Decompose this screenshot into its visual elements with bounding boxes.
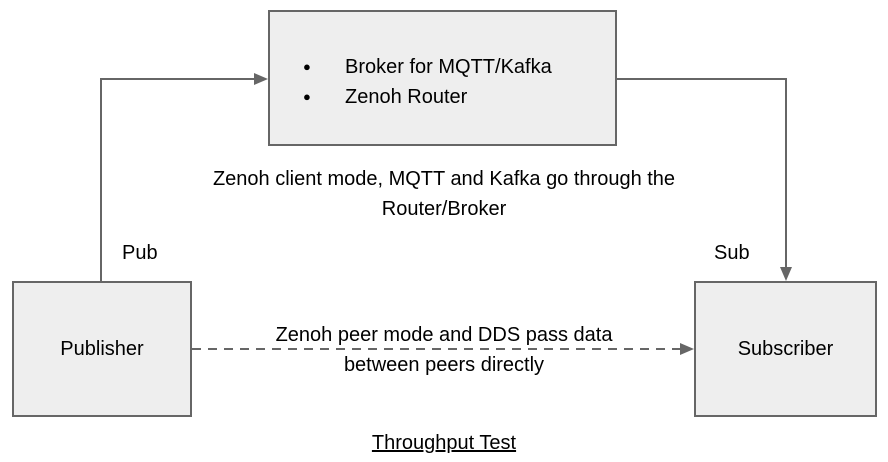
broker-list: ● Broker for MQTT/Kafka ● Zenoh Router: [270, 52, 615, 112]
sub-port-label: Sub: [714, 242, 750, 264]
list-item: ● Zenoh Router: [303, 82, 615, 112]
client-mode-caption: Zenoh client mode, MQTT and Kafka go thr…: [0, 164, 888, 224]
subscriber-box: Subscriber: [694, 281, 877, 417]
caption-line: Router/Broker: [381, 198, 507, 220]
bullet-icon: ●: [303, 58, 311, 74]
bullet-icon: ●: [303, 88, 311, 104]
caption-line: Zenoh client mode, MQTT and Kafka go thr…: [212, 168, 676, 190]
broker-to-sub-arrowhead-icon: [780, 267, 792, 281]
broker-item-label: Broker for MQTT/Kafka: [345, 55, 552, 78]
broker-box: ● Broker for MQTT/Kafka ● Zenoh Router: [268, 10, 617, 146]
pub-to-broker-arrowhead-icon: [254, 73, 268, 85]
diagram-title: Throughput Test: [371, 432, 517, 454]
caption-line: Zenoh peer mode and DDS pass data: [275, 324, 613, 346]
publisher-box: Publisher: [12, 281, 192, 417]
list-item: ● Broker for MQTT/Kafka: [303, 52, 615, 82]
pub-port-label: Pub: [122, 242, 158, 264]
broker-item-label: Zenoh Router: [345, 85, 468, 108]
caption-line: between peers directly: [343, 354, 545, 376]
subscriber-label: Subscriber: [737, 337, 834, 360]
publisher-label: Publisher: [60, 337, 144, 360]
peer-mode-caption: Zenoh peer mode and DDS pass data betwee…: [0, 320, 888, 380]
